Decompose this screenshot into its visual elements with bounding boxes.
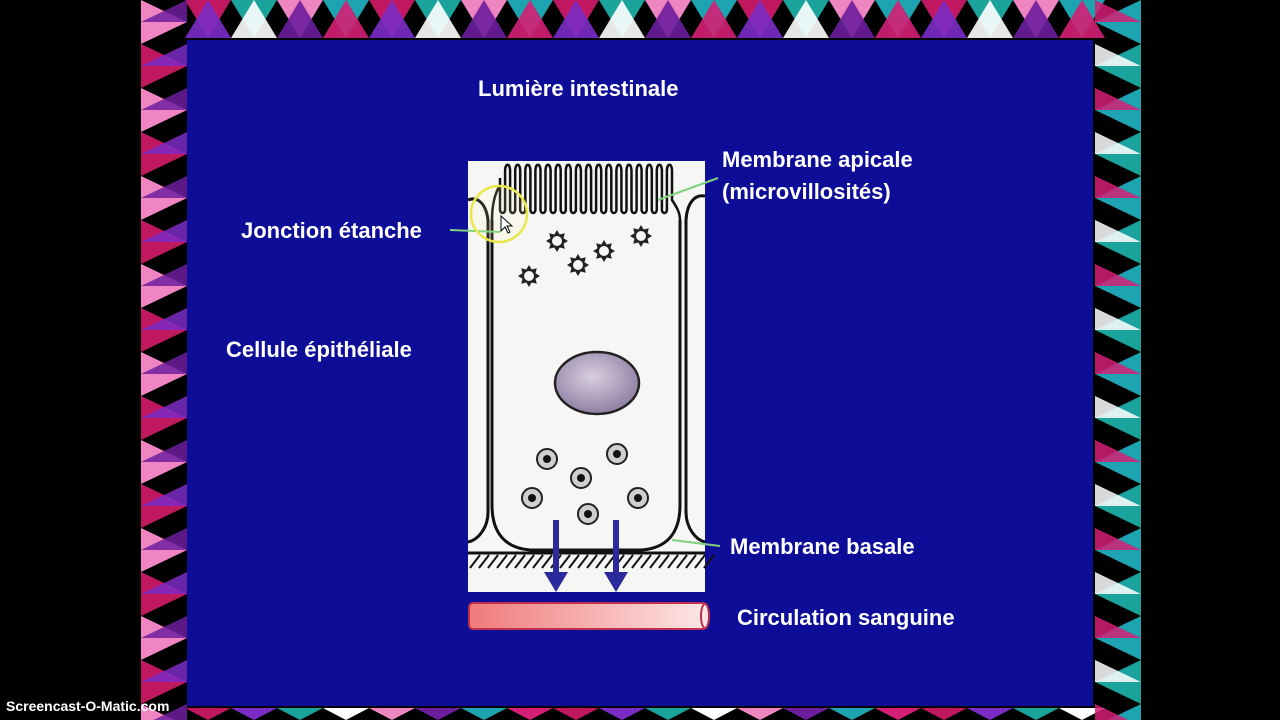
border-triangle xyxy=(277,0,323,38)
label-membrane-apicale-line2: (microvillosités) xyxy=(722,178,891,204)
border-triangle xyxy=(599,708,645,720)
border-triangle xyxy=(737,0,783,38)
border-triangle xyxy=(461,0,507,38)
border-triangle xyxy=(875,0,921,38)
border-triangle xyxy=(691,708,737,720)
watermark: Screencast-O-Matic.com xyxy=(6,698,170,714)
border-triangle xyxy=(1095,352,1141,374)
border-triangle xyxy=(1095,0,1141,22)
border-triangle xyxy=(141,220,187,242)
border-triangle xyxy=(141,660,187,682)
border-triangle xyxy=(1095,704,1129,720)
border-triangle xyxy=(1095,132,1141,154)
border-triangle xyxy=(1059,708,1105,720)
border-triangle xyxy=(783,708,829,720)
border-triangle xyxy=(231,0,277,38)
border-triangle xyxy=(1095,176,1141,198)
border-triangle xyxy=(141,352,187,374)
border-triangle xyxy=(967,0,1013,38)
border-triangle xyxy=(921,708,967,720)
border-triangle xyxy=(829,708,875,720)
border-triangle xyxy=(231,708,277,720)
slide-canvas xyxy=(187,40,1093,706)
border-triangle xyxy=(1059,0,1105,38)
border-triangle xyxy=(141,132,187,154)
border-triangle xyxy=(967,708,1013,720)
border-triangle xyxy=(369,708,415,720)
border-triangle xyxy=(141,396,187,418)
border-triangle xyxy=(141,264,187,286)
border-triangle xyxy=(507,0,553,38)
border-triangle xyxy=(829,0,875,38)
border-triangle xyxy=(141,308,187,330)
slide-title: Lumière intestinale xyxy=(478,76,679,101)
border-triangle xyxy=(1095,484,1141,506)
border-triangle xyxy=(691,0,737,38)
border-triangle xyxy=(415,708,461,720)
border-triangle xyxy=(141,88,187,110)
label-jonction-etanche: Jonction étanche xyxy=(241,218,422,243)
border-triangle xyxy=(1095,396,1141,418)
border-triangle xyxy=(1095,88,1141,110)
border-triangle xyxy=(461,708,507,720)
border-triangle xyxy=(1013,708,1059,720)
border-triangle xyxy=(645,0,691,38)
border-triangle xyxy=(141,0,187,22)
border-triangle xyxy=(507,708,553,720)
border-triangle xyxy=(599,0,645,38)
border-triangle xyxy=(323,0,369,38)
border-triangle xyxy=(1095,308,1141,330)
border-triangle xyxy=(141,176,187,198)
border-triangle xyxy=(141,440,187,462)
border-triangle xyxy=(553,0,599,38)
border-triangle xyxy=(277,708,323,720)
label-cellule-epitheliale: Cellule épithéliale xyxy=(226,337,412,362)
border-triangle xyxy=(141,484,187,506)
border-triangle xyxy=(415,0,461,38)
border-triangle xyxy=(1095,220,1141,242)
border-triangle xyxy=(185,708,231,720)
border-triangle xyxy=(553,708,599,720)
border-triangle xyxy=(1095,528,1141,550)
border-triangle xyxy=(185,0,231,38)
border-triangle xyxy=(645,708,691,720)
label-membrane-apicale-line1: Membrane apicale xyxy=(722,147,913,172)
border-triangle xyxy=(153,704,187,720)
border-triangle xyxy=(141,44,187,66)
border-triangle xyxy=(1095,44,1141,66)
border-triangle xyxy=(141,572,187,594)
border-triangle xyxy=(1013,0,1059,38)
border-triangle xyxy=(1095,440,1141,462)
label-membrane-apicale: Membrane apicale (microvillosités) xyxy=(722,144,913,208)
border-triangle xyxy=(783,0,829,38)
border-triangle xyxy=(737,708,783,720)
label-circulation-sanguine: Circulation sanguine xyxy=(737,605,955,630)
border-triangle xyxy=(1107,704,1141,720)
border-triangle xyxy=(323,708,369,720)
border-triangle xyxy=(369,0,415,38)
border-triangle xyxy=(141,704,175,720)
border-triangle xyxy=(141,528,187,550)
label-membrane-basale: Membrane basale xyxy=(730,534,915,559)
border-triangle xyxy=(1095,660,1141,682)
border-triangle xyxy=(921,0,967,38)
border-triangle xyxy=(1095,572,1141,594)
border-triangle xyxy=(875,708,921,720)
border-triangle xyxy=(141,616,187,638)
border-triangle xyxy=(1095,264,1141,286)
border-triangle xyxy=(1095,616,1141,638)
